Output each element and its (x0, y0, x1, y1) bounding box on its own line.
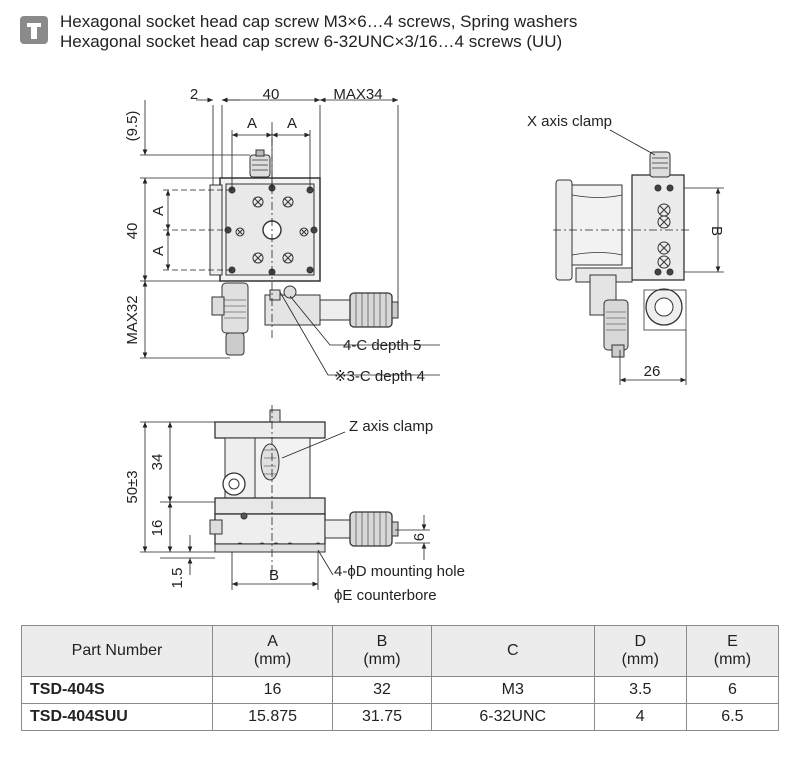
cell-d: 3.5 (593, 676, 687, 704)
dim-b-front: B (269, 567, 279, 584)
cell-c: M3 (430, 676, 595, 704)
label-c-depth-5: 4-C depth 5 (343, 337, 421, 354)
dim-a-vertical-2: A (150, 246, 167, 256)
dim-max34: MAX34 (333, 86, 382, 103)
dim-a-1: A (247, 115, 257, 132)
technical-drawing: 2 40 MAX34 A A (9.5) 40 A A MAX32 4-C de… (124, 86, 725, 604)
header-a: A(mm) (211, 625, 334, 677)
table-row: TSD-404S 16 32 M3 3.5 6 (21, 676, 780, 704)
cell-e: 6.5 (685, 703, 780, 731)
label-counterbore: ϕE counterbore (334, 587, 437, 604)
front-view (209, 409, 399, 553)
dim-40: 40 (263, 86, 280, 103)
cell-a: 16 (211, 676, 334, 704)
top-view-dims (140, 97, 440, 376)
cell-part: TSD-404SUU (21, 703, 213, 731)
header-line-1: Hexagonal socket head cap screw M3×6…4 s… (60, 12, 578, 31)
label-x-axis-clamp: X axis clamp (527, 113, 612, 130)
dim-50: 50±3 (124, 470, 141, 503)
dim-a-vertical-1: A (150, 206, 167, 216)
header-b: B(mm) (332, 625, 432, 677)
dim-26: 26 (644, 363, 661, 380)
cell-c: 6-32UNC (430, 703, 595, 731)
dim-2: 2 (190, 86, 198, 103)
header-c: C (430, 625, 595, 677)
dim-b-side: B (708, 226, 725, 236)
side-view (555, 151, 687, 358)
dim-40-vertical: 40 (124, 223, 141, 240)
dim-9: 9 (410, 533, 427, 541)
cell-e: 6 (685, 676, 780, 704)
dim-1-5: 1.5 (169, 568, 186, 589)
spec-table: Part Number A(mm) B(mm) C D(mm) E(mm) TS… (21, 625, 780, 731)
cell-a: 15.875 (211, 703, 334, 731)
table-header-row: Part Number A(mm) B(mm) C D(mm) E(mm) (21, 625, 780, 677)
side-view-dims (553, 129, 724, 385)
dim-9-5: (9.5) (124, 111, 141, 142)
cell-part: TSD-404S (21, 676, 213, 704)
cell-b: 32 (332, 676, 432, 704)
dim-a-2: A (287, 115, 297, 132)
header-e: E(mm) (685, 625, 780, 677)
header-line-2: Hexagonal socket head cap screw 6-32UNC×… (60, 32, 563, 51)
table-row: TSD-404SUU 15.875 31.75 6-32UNC 4 6.5 (21, 703, 780, 731)
dim-max32: MAX32 (124, 295, 141, 344)
label-mounting-hole: 4-ϕD mounting hole (334, 563, 465, 580)
dim-16: 16 (149, 520, 166, 537)
label-c-depth-4: ※3-C depth 4 (334, 368, 425, 385)
front-view-dims (140, 405, 430, 590)
header-d: D(mm) (593, 625, 687, 677)
cell-b: 31.75 (332, 703, 432, 731)
dim-34: 34 (149, 454, 166, 471)
header-text: Hexagonal socket head cap screw M3×6…4 s… (60, 12, 577, 52)
top-view (209, 149, 399, 356)
cell-d: 4 (593, 703, 687, 731)
header: Hexagonal socket head cap screw M3×6…4 s… (20, 12, 780, 62)
header-part-number: Part Number (21, 625, 213, 677)
screw-icon (20, 16, 48, 44)
label-z-axis-clamp: Z axis clamp (349, 418, 433, 435)
